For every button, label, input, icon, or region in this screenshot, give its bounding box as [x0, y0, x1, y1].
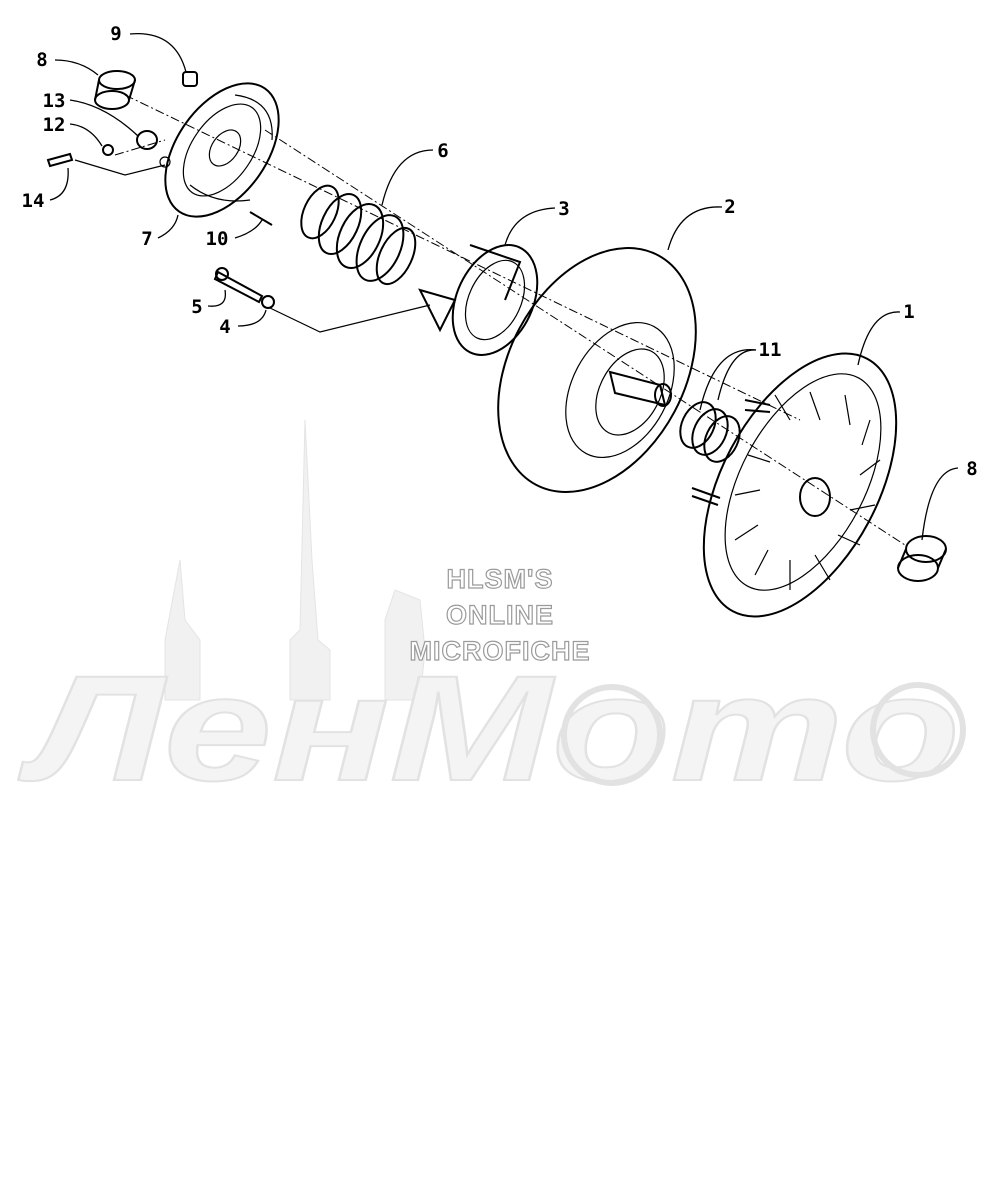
callout-numbers: 1 2 3 4 5 6 7 8 8 9 10 11 12 13 14 — [22, 23, 978, 480]
callout-9: 9 — [110, 23, 121, 45]
callout-5: 5 — [191, 296, 202, 318]
callout-7: 7 — [141, 228, 152, 250]
part-14-pin — [46, 152, 74, 168]
callout-14: 14 — [22, 190, 45, 212]
callout-13: 13 — [43, 90, 66, 112]
callout-12: 12 — [43, 114, 66, 136]
part-4-nut — [261, 295, 275, 309]
assembly-center-lines — [74, 94, 906, 546]
callout-4: 4 — [219, 316, 230, 338]
part-2-moveable-sheave — [497, 247, 697, 493]
callout-3: 3 — [558, 198, 569, 220]
part-3-cam-housing — [418, 244, 539, 356]
part-8-bushing-right — [897, 535, 947, 582]
part-1-fixed-sheave — [691, 352, 898, 618]
callout-2: 2 — [724, 196, 735, 218]
part-8-bushing-left — [94, 70, 136, 110]
watermark-line-2: ONLINE — [446, 600, 554, 630]
callout-10: 10 — [206, 228, 229, 250]
callout-6: 6 — [437, 140, 448, 162]
callout-8-left: 8 — [36, 49, 47, 71]
watermark-logo: ЛенМото — [17, 644, 960, 812]
part-5-bolt — [213, 267, 264, 304]
callout-leader-lines — [49, 33, 959, 541]
part-7-cam-plate — [159, 82, 280, 218]
callout-11: 11 — [759, 339, 782, 361]
part-11-shim-washers — [679, 401, 741, 463]
callout-1: 1 — [903, 301, 914, 323]
watermark-motorcycle-wheel-icon — [561, 682, 966, 786]
callout-8-right: 8 — [966, 458, 977, 480]
part-13-roller — [136, 130, 158, 150]
part-12-washer — [102, 144, 114, 156]
watermark-city-silhouette — [164, 419, 426, 701]
part-6-spring — [300, 184, 417, 286]
watermark-line-1: HLSM'S — [447, 564, 554, 594]
part-10-cotter-pin — [249, 211, 273, 226]
part-9-nut — [182, 71, 198, 87]
watermark-line-3: MICROFICHE — [410, 636, 591, 666]
